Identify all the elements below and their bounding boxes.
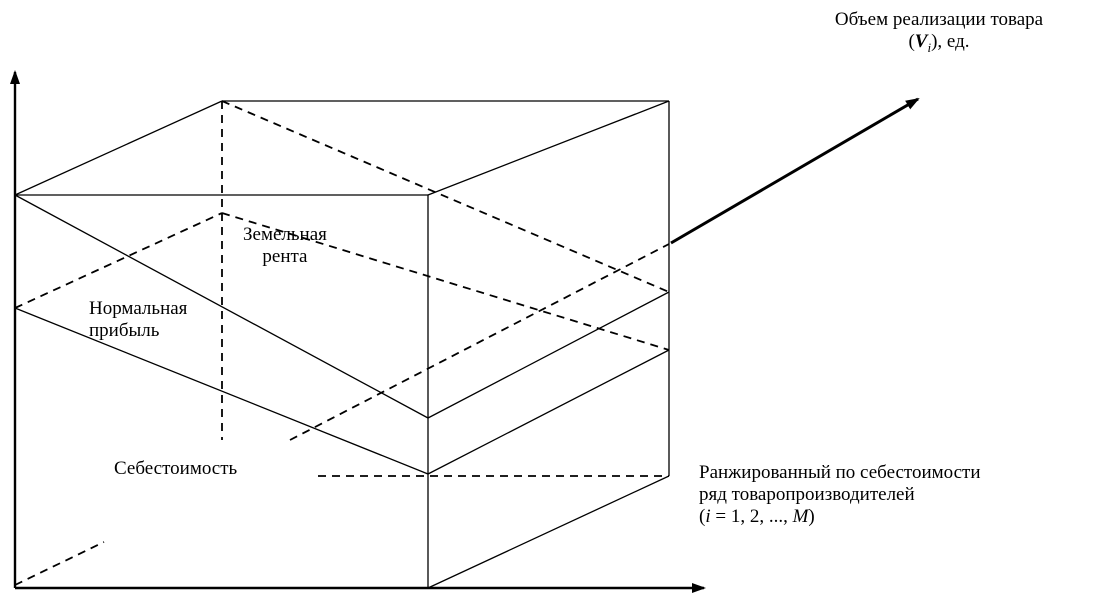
cost-label-bg <box>108 453 290 483</box>
depth-axis-arrow <box>670 97 920 245</box>
volume-axis-label: Объем реализации товара (Vi), ед. <box>789 9 1089 59</box>
ranked-var: i <box>705 506 711 527</box>
volume-label-line2: (Vi), ед. <box>908 31 970 55</box>
volume-label-line1: Объем реализации товара <box>834 9 1044 30</box>
box-solid-edges <box>14 100 670 589</box>
cost-label: Себестоимость <box>114 458 238 479</box>
volume-sub: i <box>927 39 932 55</box>
ranked-producers-label: Ранжированный по себестоимости ряд товар… <box>699 462 981 527</box>
land-rent-label: Земельная рента <box>243 224 327 267</box>
ranked-M: M <box>792 506 809 527</box>
volume-var: V <box>914 31 928 52</box>
normal-profit-label: Нормальная прибыль <box>89 298 188 341</box>
box-hidden-edges <box>14 100 670 586</box>
